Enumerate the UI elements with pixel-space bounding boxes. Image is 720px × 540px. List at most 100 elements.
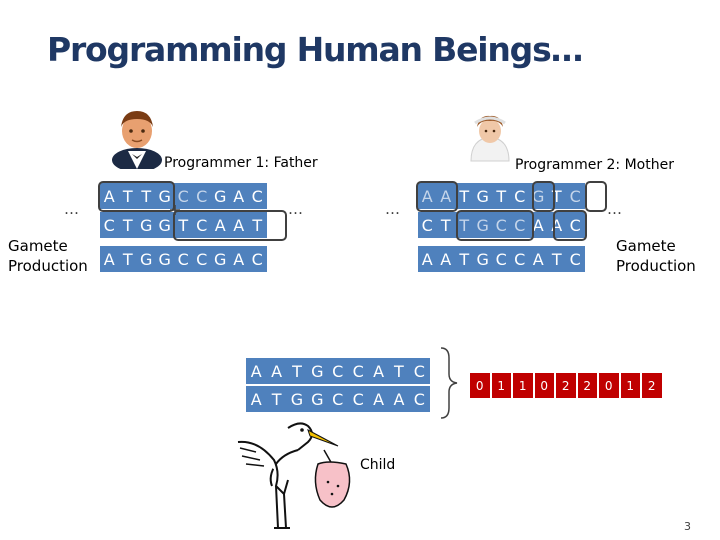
nucleotide: G (286, 386, 308, 412)
nucleotide: C (192, 246, 211, 272)
mother-gamete: A A T G C C A T C (418, 246, 585, 272)
child-label: Child (360, 457, 396, 473)
genotype-value: 2 (642, 373, 662, 398)
genotype-value: 1 (620, 373, 640, 398)
father-chromosome-2: C T G G T C A A T (100, 212, 267, 238)
nucleotide: T (248, 212, 267, 238)
genotype-value: 1 (491, 373, 511, 398)
nucleotide: A (246, 358, 267, 384)
nucleotide: C (248, 246, 267, 272)
nucleotide: C (192, 212, 211, 238)
father-label: Programmer 1: Father (164, 155, 318, 171)
page-title: Programming Human Beings… (47, 30, 584, 69)
mother-chromosome-1: A A T G T C G T C (418, 183, 585, 209)
nucleotide: G (211, 246, 230, 272)
nucleotide: T (388, 358, 410, 384)
nucleotide: A (418, 246, 437, 272)
nucleotide: C (100, 212, 119, 238)
nucleotide: T (266, 386, 287, 412)
crossover-cursor-icon (170, 205, 180, 215)
nucleotide: C (347, 358, 369, 384)
nucleotide: T (455, 246, 474, 272)
nucleotide: A (368, 358, 389, 384)
genotype-value: 2 (577, 373, 597, 398)
nucleotide: T (455, 183, 474, 209)
nucleotide: G (155, 183, 174, 209)
gamete-label-line-2: Production (8, 257, 88, 275)
nucleotide: T (174, 212, 193, 238)
father-avatar-icon (112, 111, 162, 169)
genotype-value: 0 (534, 373, 554, 398)
genotype-value: 2 (556, 373, 576, 398)
right-brace-icon (440, 347, 458, 419)
father-gamete: A T G G C C G A C (100, 246, 267, 272)
gamete-label-line-2: Production (616, 257, 696, 275)
nucleotide: G (307, 358, 328, 384)
nucleotide: A (436, 183, 455, 209)
nucleotide: C (566, 183, 585, 209)
nucleotide: T (286, 358, 308, 384)
nucleotide: C (510, 246, 529, 272)
gamete-label-line-1: Gamete (8, 237, 68, 255)
nucleotide: T (118, 212, 137, 238)
mother-crossover-box (532, 181, 555, 212)
mother-chromosome-2: C T T G C C A A C (418, 212, 585, 238)
nucleotide: C (418, 212, 437, 238)
nucleotide: A (547, 212, 566, 238)
stork-icon (237, 422, 351, 529)
genotype-value: 0 (599, 373, 619, 398)
nucleotide: A (388, 386, 410, 412)
nucleotide: C (409, 386, 430, 412)
nucleotide: A (418, 183, 437, 209)
nucleotide: T (118, 246, 137, 272)
father-crossover-box (173, 210, 287, 241)
mother-avatar-icon (470, 115, 510, 162)
nucleotide: A (246, 386, 267, 412)
nucleotide: T (492, 183, 511, 209)
nucleotide: A (100, 183, 119, 209)
nucleotide: G (473, 183, 492, 209)
child-chromosome-2: A T G G C C A A C (246, 386, 430, 412)
nucleotide: T (118, 183, 137, 209)
nucleotide: T (455, 212, 474, 238)
child-genotype: 0 1 1 0 2 2 0 1 2 (470, 373, 664, 398)
father-crossover-box (98, 181, 175, 212)
father-gamete-label: Gamete Production (8, 236, 88, 276)
nucleotide: A (229, 212, 248, 238)
mother-right-ellipsis: … (607, 200, 624, 218)
mother-label: Programmer 2: Mother (515, 157, 674, 173)
nucleotide: C (174, 183, 193, 209)
nucleotide: A (229, 246, 248, 272)
nucleotide: A (211, 212, 230, 238)
nucleotide: G (155, 246, 174, 272)
father-left-ellipsis: … (64, 200, 81, 218)
nucleotide: C (492, 246, 511, 272)
nucleotide: C (327, 358, 348, 384)
nucleotide: G (211, 183, 230, 209)
mother-crossover-box (416, 181, 458, 212)
nucleotide: A (436, 246, 455, 272)
nucleotide: T (547, 246, 566, 272)
nucleotide: T (137, 183, 156, 209)
nucleotide: G (137, 212, 156, 238)
nucleotide: C (409, 358, 430, 384)
mother-crossover-box (553, 210, 587, 241)
nucleotide: C (566, 246, 585, 272)
nucleotide: C (510, 212, 529, 238)
nucleotide: C (347, 386, 369, 412)
nucleotide: C (174, 246, 193, 272)
nucleotide: A (368, 386, 389, 412)
nucleotide: C (510, 183, 529, 209)
gamete-label-line-1: Gamete (616, 237, 676, 255)
nucleotide: A (100, 246, 119, 272)
nucleotide: A (529, 246, 548, 272)
mother-gamete-label: Gamete Production (616, 236, 696, 276)
nucleotide: T (436, 212, 455, 238)
child-chromosome-1: A A T G C C A T C (246, 358, 430, 384)
nucleotide: A (229, 183, 248, 209)
nucleotide: C (248, 183, 267, 209)
nucleotide: G (137, 246, 156, 272)
nucleotide: A (266, 358, 287, 384)
nucleotide: G (473, 246, 492, 272)
father-chromosome-1: A T T G C C G A C (100, 183, 267, 209)
